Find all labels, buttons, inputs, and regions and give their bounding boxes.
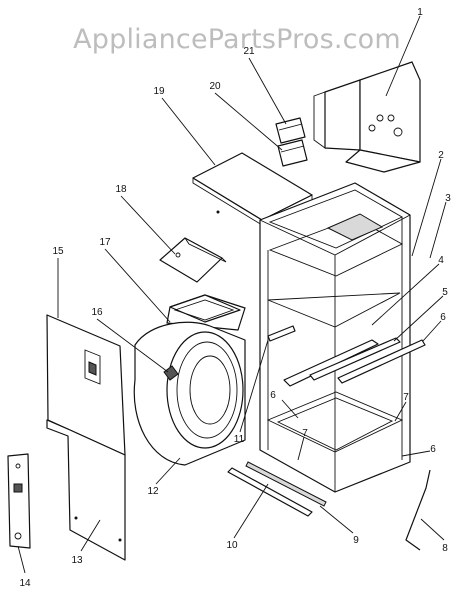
callout-6-a: 6 <box>440 312 446 323</box>
callout-21: 21 <box>243 46 255 57</box>
callout-numbers: 1 2 3 4 5 6 6 6 7 7 8 9 10 11 12 13 14 1… <box>19 7 451 589</box>
callout-7-b: 7 <box>302 428 308 439</box>
callout-6-c: 6 <box>430 444 436 455</box>
part-15-side-panel <box>46 314 126 456</box>
callout-14: 14 <box>19 578 31 589</box>
callout-7-a: 7 <box>403 392 409 403</box>
part-21-plate <box>275 117 306 144</box>
part-9-strip <box>245 461 327 507</box>
callout-5: 5 <box>442 287 448 298</box>
callout-19: 19 <box>153 86 165 97</box>
part-20-plate <box>277 139 308 167</box>
callout-16: 16 <box>91 307 103 318</box>
cabinet-assembly <box>259 182 426 493</box>
callout-13: 13 <box>71 555 83 566</box>
watermark-text: AppliancePartsPros.com <box>73 24 401 55</box>
callout-8: 8 <box>442 543 448 554</box>
callout-15: 15 <box>52 246 64 257</box>
part-10-strip <box>227 467 313 517</box>
part-12-blower <box>133 294 246 466</box>
callout-17: 17 <box>99 237 111 248</box>
callout-20: 20 <box>209 81 221 92</box>
callout-4: 4 <box>438 255 444 266</box>
callout-3: 3 <box>445 193 451 204</box>
leader-lines <box>17 15 447 574</box>
callout-11: 11 <box>234 434 245 445</box>
callout-2: 2 <box>438 150 444 161</box>
part-8-rod <box>405 469 431 551</box>
part-14-small-plate <box>7 453 31 549</box>
callout-10: 10 <box>226 540 238 551</box>
callout-12: 12 <box>147 486 159 497</box>
part-1-top-box <box>313 61 421 173</box>
callout-1: 1 <box>417 7 423 18</box>
callout-6-b: 6 <box>270 390 276 401</box>
callout-18: 18 <box>115 184 127 195</box>
callout-9: 9 <box>353 535 359 546</box>
part-13-bottom-panel <box>46 419 126 561</box>
part-18-bracket <box>159 237 227 283</box>
